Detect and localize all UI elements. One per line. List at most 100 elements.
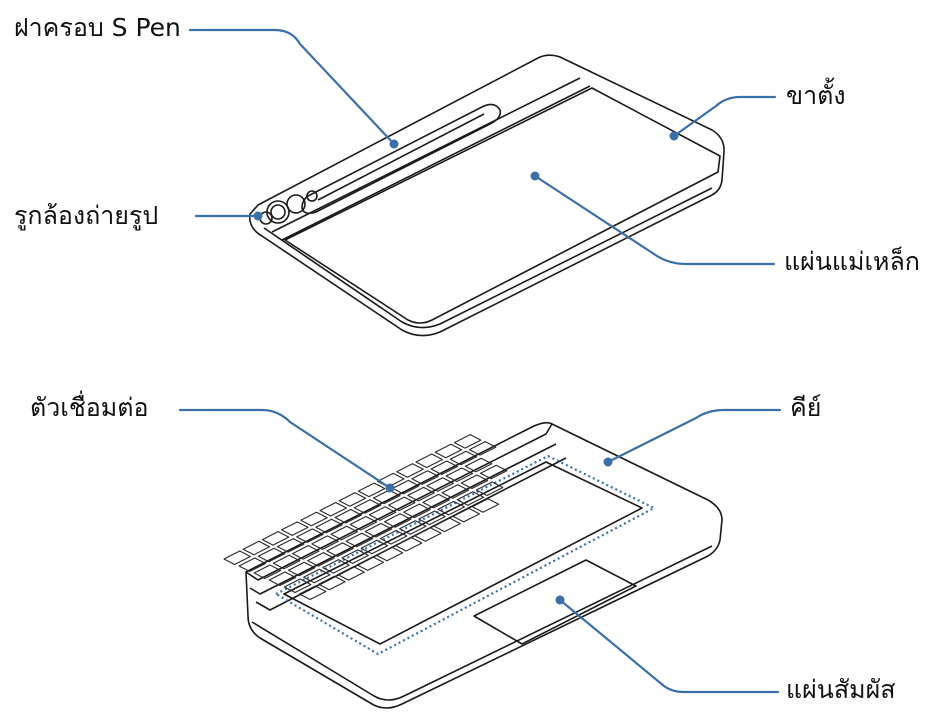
- keyboard-key: [430, 460, 459, 476]
- label-stand: ขาตั้ง: [786, 81, 846, 110]
- back-cover: [248, 54, 725, 337]
- keyboard-key: [364, 522, 393, 538]
- label-magnet-plate: แผ่นแม่เหล็ก: [784, 247, 920, 276]
- keyboard-key: [311, 535, 339, 550]
- keyboard-key: [357, 482, 386, 498]
- keyboard-key: [460, 474, 489, 490]
- keyboard-key: [268, 571, 297, 587]
- leader-keys: [606, 408, 782, 464]
- keyboard-key: [418, 510, 446, 526]
- keyboard-key: [414, 527, 442, 542]
- keyboard-key: [296, 528, 324, 543]
- keyboard-body-outline: [245, 421, 723, 709]
- keyboard-key: [360, 539, 389, 555]
- keyboard-key: [345, 532, 374, 548]
- keyboard-key: [349, 515, 378, 531]
- keyboard-key: [283, 578, 312, 594]
- keyboard-key: [464, 457, 493, 473]
- keyboard-key: [334, 508, 363, 524]
- leader-connector: [178, 408, 392, 490]
- keyboard-key: [426, 477, 454, 492]
- connector-spine: [245, 423, 553, 581]
- keyboard-key: [292, 545, 320, 560]
- back-cover-hinge: [271, 77, 581, 233]
- label-touchpad: แผ่นสัมผัส: [786, 675, 896, 704]
- keyboard-key: [475, 481, 504, 497]
- keyboard-key: [223, 550, 251, 566]
- keyboard-key: [422, 493, 450, 509]
- keyboard-key: [392, 479, 420, 495]
- leader-s-pen-cover: [188, 28, 396, 146]
- camera-ring-1-inner: [270, 204, 286, 220]
- keyboard-key: [388, 496, 416, 512]
- leader-magnet-plate: [533, 174, 776, 266]
- keyboard-key: [394, 536, 423, 552]
- dot-camera-hole: [253, 211, 263, 221]
- camera-ring-2: [286, 194, 306, 214]
- keyboard-key: [341, 549, 369, 564]
- keyboard-key: [261, 531, 290, 546]
- keyboard-key: [303, 568, 331, 584]
- keyboard-key: [433, 517, 461, 533]
- label-camera-hole: รูกล้องถ่ายรูป: [14, 201, 159, 230]
- keyboard-key: [272, 554, 301, 570]
- keyboard-key: [319, 501, 347, 517]
- back-cover-rim: [263, 187, 713, 329]
- leader-stand: [672, 95, 777, 138]
- keyboard-key: [379, 529, 408, 545]
- keyboard-body-rim: [251, 545, 713, 701]
- leader-dots: [253, 131, 679, 605]
- keyboard-key: [337, 566, 365, 581]
- dot-connector: [385, 483, 395, 493]
- keyboard-key: [471, 498, 500, 513]
- keyboard-key: [353, 499, 382, 514]
- keyboard-key: [415, 453, 443, 469]
- keyboard-key: [300, 511, 328, 527]
- dot-magnet-plate: [530, 171, 540, 181]
- keyboard-key: [326, 542, 354, 557]
- keyboard-key: [307, 552, 335, 567]
- dot-s-pen-cover: [389, 139, 399, 149]
- keyboard-key: [298, 585, 327, 601]
- keyboard-key: [356, 556, 385, 571]
- keyboard-key: [399, 520, 427, 535]
- keyboard-key: [479, 464, 508, 480]
- keyboard-key: [238, 557, 267, 573]
- keyboard-key: [437, 500, 465, 516]
- label-s-pen-cover: ฝาครอบ S Pen: [14, 13, 181, 42]
- keyboard-key: [403, 503, 431, 519]
- back-cover-hinge-2: [281, 85, 591, 241]
- dot-touchpad: [555, 595, 565, 605]
- keyboard-key: [257, 547, 286, 563]
- keys-grid: [223, 434, 508, 601]
- keyboard-key: [449, 450, 478, 466]
- keyboard-key: [338, 492, 367, 507]
- keyboard-key: [318, 575, 346, 591]
- keyboard-key: [322, 559, 350, 574]
- dot-keys: [603, 457, 613, 467]
- keyboard-base: [245, 421, 723, 709]
- keyboard-key: [396, 463, 424, 478]
- keyboard-key: [445, 467, 474, 483]
- back-cover-outline: [248, 54, 725, 337]
- touchpad-shape: [473, 559, 637, 645]
- keyboard-key: [411, 470, 439, 485]
- keyboard-key: [287, 561, 316, 577]
- keyboard-key: [434, 443, 463, 459]
- keyboard-key: [372, 489, 401, 505]
- keyboard-key: [375, 546, 404, 562]
- keyboard-key: [368, 506, 397, 521]
- label-keys: คีย์: [790, 393, 822, 422]
- keyboard-deck: [283, 461, 643, 645]
- label-connector: ตัวเชื่อมต่อ: [30, 393, 149, 422]
- keyboard-key: [383, 513, 412, 528]
- dot-stand: [669, 131, 679, 141]
- keyboard-key: [315, 518, 343, 534]
- s-pen-slot: [301, 103, 502, 215]
- keyboard-key: [253, 564, 282, 580]
- keyboard-key: [407, 486, 435, 502]
- keyboard-key: [242, 540, 271, 556]
- s-pen-slot-inner: [317, 113, 485, 201]
- magnet-plate-panel: [284, 87, 721, 324]
